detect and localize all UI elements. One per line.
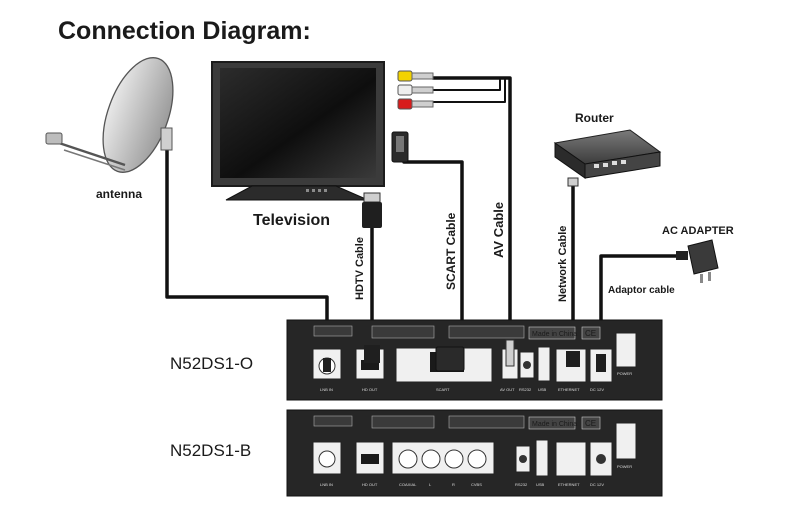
cvbs-label: CVBS xyxy=(471,482,482,487)
rj45-plug-router xyxy=(567,177,579,187)
rca-plug-receiver xyxy=(505,339,515,367)
svg-text:CE: CE xyxy=(585,419,596,428)
dc-plug-receiver xyxy=(596,354,606,372)
hd-out-label: HD OUT xyxy=(362,387,378,392)
dish-arm xyxy=(63,149,126,171)
router-side xyxy=(584,151,661,179)
ethernet-label: ETHERNET xyxy=(558,482,580,487)
antenna: antenna xyxy=(45,57,174,201)
cvbs-jack xyxy=(467,449,487,469)
rca-plug-white xyxy=(397,84,413,96)
receiver-model-label: N52DS1-B xyxy=(170,441,251,460)
adaptor-cable-label: Adaptor cable xyxy=(608,285,675,296)
hdtv-cable-label: HDTV Cable xyxy=(354,237,366,300)
dish-reflector xyxy=(102,57,174,173)
scart-cable-label: SCART Cable xyxy=(444,212,458,290)
rca-plug-yellow xyxy=(397,70,413,82)
usb-label: USB xyxy=(536,482,545,487)
rs232-label: RS232 xyxy=(515,482,528,487)
av-out-label: AV OUT xyxy=(500,387,515,392)
svg-text:CE: CE xyxy=(585,329,596,338)
power-label: POWER xyxy=(617,464,632,469)
dish-mount xyxy=(160,127,173,151)
av-cable xyxy=(431,76,512,344)
ce-mark xyxy=(581,416,601,430)
power-switch xyxy=(615,332,637,368)
av-cable-label: AV Cable xyxy=(491,202,506,258)
router: Router xyxy=(553,111,662,187)
ac-adapter: AC ADAPTER xyxy=(662,225,734,283)
dc-label: DC 12V xyxy=(590,482,604,487)
antenna-label: antenna xyxy=(96,187,142,201)
television-label: Television xyxy=(253,212,330,229)
av-rca-plugs xyxy=(397,70,434,110)
hdmi-plug-receiver xyxy=(364,345,380,363)
l-label: L xyxy=(429,482,432,487)
r-label: R xyxy=(452,482,455,487)
coax-plug-receiver xyxy=(323,358,331,372)
dish-arm xyxy=(55,140,126,167)
l-jack xyxy=(421,449,441,469)
ethernet-port xyxy=(555,441,587,477)
made-in-label: Made in China xyxy=(532,331,577,338)
ethernet-label: ETHERNET xyxy=(558,387,580,392)
made-in-china-badge xyxy=(528,326,576,340)
coaxial-jack xyxy=(398,449,418,469)
dc-label: DC 12V xyxy=(590,387,604,392)
lnb-head xyxy=(45,132,63,145)
plugged-connectors xyxy=(323,339,606,372)
scart-plug-receiver xyxy=(435,346,465,372)
tv-buttons xyxy=(306,189,327,192)
tv-screen xyxy=(220,68,376,178)
page-title: Connection Diagram: xyxy=(58,17,311,45)
scart-cable xyxy=(402,160,464,349)
adapter-body xyxy=(687,239,719,275)
hd-out-label: HD OUT xyxy=(362,482,378,487)
usb-port xyxy=(535,439,549,477)
made-in-china-badge xyxy=(528,416,576,430)
rs232-label: RS232 xyxy=(519,387,532,392)
scart-label: SCART xyxy=(436,387,450,392)
power-switch xyxy=(615,422,637,460)
router-label: Router xyxy=(575,111,614,125)
router-ports xyxy=(594,160,626,168)
lnb-in-label: LNB IN xyxy=(320,482,333,487)
coaxial-label: COAXIAL xyxy=(399,482,417,487)
network-cable-label: Network Cable xyxy=(557,226,569,302)
usb-port xyxy=(537,346,551,382)
r-jack xyxy=(444,449,464,469)
power-label: POWER xyxy=(617,371,632,376)
usb-label: USB xyxy=(538,387,547,392)
tv-stand xyxy=(225,185,369,201)
rj45-plug-receiver xyxy=(566,351,580,367)
hdmi-plug-tv xyxy=(362,192,382,228)
av-cable-branch xyxy=(432,79,506,103)
av-cable-branch xyxy=(432,79,501,91)
ac-adapter-label: AC ADAPTER xyxy=(662,225,734,237)
receiver-model-label: N52DS1-O xyxy=(170,354,253,373)
made-in-label: Made in China xyxy=(532,421,577,428)
scart-plug-tv xyxy=(391,131,409,163)
ce-mark xyxy=(581,326,601,340)
lnb-in-label: LNB IN xyxy=(320,387,333,392)
rca-plug-red xyxy=(397,98,413,110)
television: Television xyxy=(211,61,385,229)
receiver-panel-b: Made in China CE LNB IN HD OUT COAXIAL L… xyxy=(286,409,663,497)
